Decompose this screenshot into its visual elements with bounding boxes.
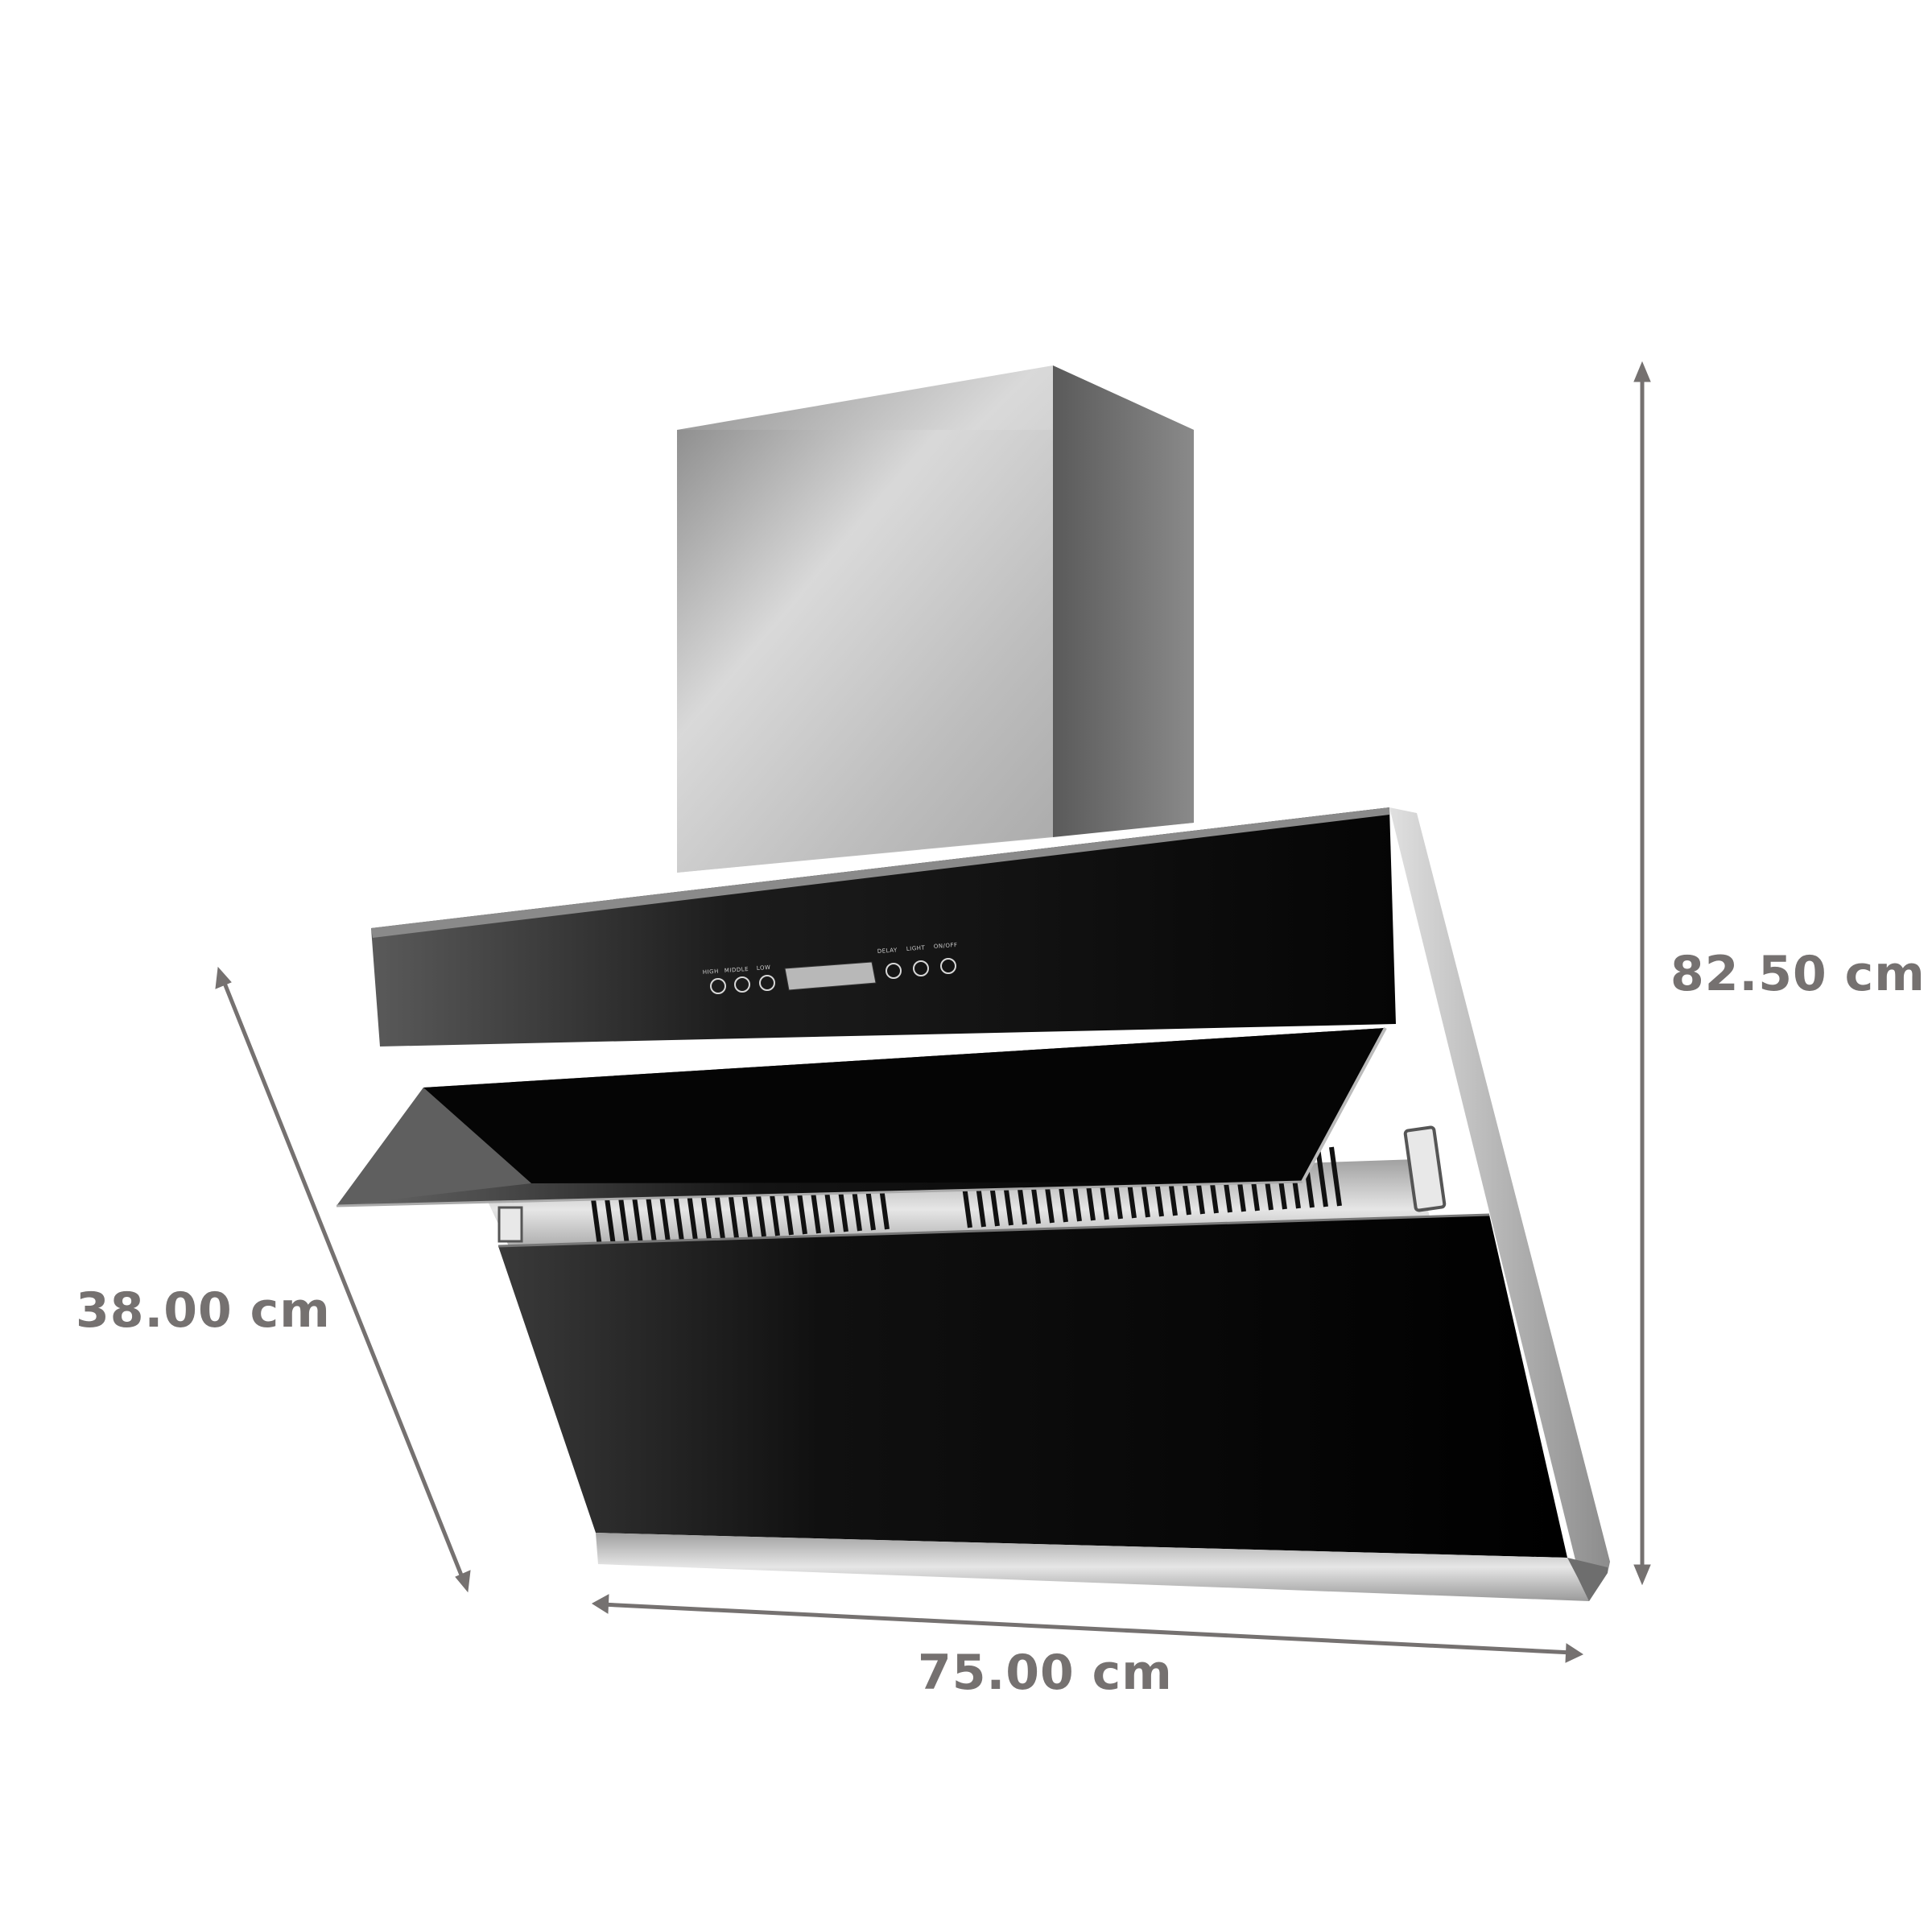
open-baffle-flap: [336, 1027, 1387, 1208]
middle-speed-button[interactable]: [734, 976, 750, 993]
left-light-icon: [497, 1206, 523, 1243]
height-arrow-bottom-icon: [1633, 1564, 1651, 1586]
depth-arrow-bottom-icon: [455, 1570, 471, 1593]
power-button[interactable]: [940, 958, 956, 974]
width-arrow-left-icon: [592, 1594, 609, 1614]
svg-text:DELAY: DELAY: [877, 947, 898, 955]
width-arrow-right-icon: [1565, 1643, 1584, 1663]
depth-dimension-label: 38.00 cm: [76, 1282, 331, 1339]
right-steel-frame: [1389, 807, 1610, 1573]
speed-labels: HIGH: [703, 968, 720, 976]
chimney-duct: [677, 365, 1194, 873]
depth-arrow-line: [220, 976, 466, 1582]
svg-text:MIDDLE: MIDDLE: [724, 966, 749, 974]
width-dimension-label: 75.00 cm: [918, 1645, 1173, 1701]
upper-panel-top-edge: [371, 807, 1389, 938]
height-dimension-label: 82.50 cm: [1670, 946, 1926, 1002]
display-screen: [784, 961, 877, 991]
upper-glass-panel: [371, 807, 1396, 1046]
duct-side-face: [1053, 365, 1194, 837]
light-button[interactable]: [913, 960, 929, 976]
bottom-steel-trim: [596, 1533, 1608, 1601]
height-arrow-top-icon: [1633, 361, 1651, 382]
width-arrow-line: [601, 1602, 1573, 1655]
svg-text:LIGHT: LIGHT: [906, 944, 926, 952]
control-panel: HIGH MIDDLE LOW DELAY LIGHT ON/OFF: [703, 942, 958, 994]
delay-button[interactable]: [886, 963, 902, 979]
svg-text:LOW: LOW: [757, 964, 771, 972]
lower-glass-panel: [497, 1213, 1567, 1558]
low-speed-button[interactable]: [759, 975, 775, 991]
high-speed-button[interactable]: [710, 978, 726, 994]
depth-arrow-top-icon: [215, 966, 232, 989]
dimension-arrows: [215, 361, 1651, 1663]
svg-text:ON/OFF: ON/OFF: [934, 942, 958, 950]
right-light-icon: [1403, 1125, 1447, 1212]
